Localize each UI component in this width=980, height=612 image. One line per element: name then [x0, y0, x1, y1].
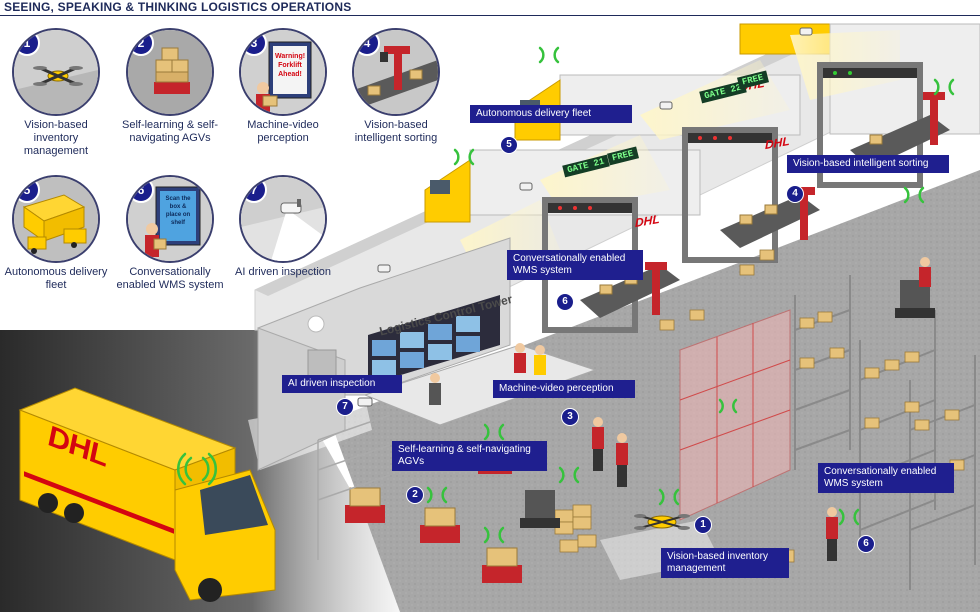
legend-number: 4: [354, 30, 380, 56]
legend-label: Autonomous delivery fleet: [4, 266, 108, 291]
legend-item-wms: 6 Scan the box & place on shelf Conversa…: [116, 175, 224, 292]
legend-circle: 3 Warning! Forklift Ahead!: [239, 28, 327, 116]
callout-intelligent-sorting: Vision-based intelligent sorting: [787, 155, 949, 173]
legend-label: Vision-based inventory management: [23, 119, 89, 157]
robot-arm-icon: [354, 30, 438, 114]
callout-number: 4: [786, 185, 804, 203]
ceiling-light: [307, 315, 325, 333]
legend-circle: 7: [239, 175, 327, 263]
callout-autonomous-fleet: Autonomous delivery fleet: [470, 105, 632, 123]
legend-number: 3: [241, 30, 267, 56]
legend-label: Self-learning & self-navigating AGVs: [122, 119, 218, 144]
legend-circle: 6 Scan the box & place on shelf: [126, 175, 214, 263]
legend-circle: 2: [126, 28, 214, 116]
legend-item-video: 3 Warning! Forklift Ahead! Machine-video…: [229, 28, 337, 145]
callout-number: 7: [336, 398, 354, 416]
safety-fence: [317, 414, 391, 560]
dock-truck-gate21: [424, 149, 701, 223]
drone-icon: [14, 30, 98, 114]
legend-number: 6: [128, 177, 154, 203]
callout-ai-inspection: AI driven inspection: [282, 375, 402, 393]
warning-screen-text: Warning! Forklift Ahead!: [275, 53, 306, 78]
warehouse-floor: [330, 170, 980, 612]
legend-item-agv: 2 Self-learning & self-navigating AGVs: [116, 28, 224, 145]
callout-number: 5: [500, 136, 518, 154]
signal-icon: [176, 46, 955, 544]
callout-number: 6: [857, 535, 875, 553]
callout-inventory: Vision-based inventory management: [661, 548, 789, 578]
scanned-rack: [679, 309, 791, 521]
dock-gate: [682, 127, 778, 263]
callout-number: 2: [406, 486, 424, 504]
legend-number: 2: [128, 30, 154, 56]
legend-number: 1: [14, 30, 40, 56]
callout-wms-top: Conversationally enabled WMS system: [507, 250, 643, 280]
legend-item-inspection: 7 AI driven inspection: [229, 175, 337, 279]
agv-robot: [345, 462, 522, 583]
legend-label: Conversationally enabled WMS system: [116, 266, 224, 291]
legend-circle: 1: [12, 28, 100, 116]
legend-label: Vision-based intelligent sorting: [354, 119, 438, 144]
title-divider: [0, 15, 980, 16]
legend-item-fleet: 5 Autonomous delivery fleet: [2, 175, 110, 292]
callout-agvs: Self-learning & self-navigating AGVs: [392, 441, 547, 471]
callout-machine-video: Machine-video perception: [493, 380, 635, 398]
video-wall: [368, 295, 500, 385]
legend-circle: 4: [352, 28, 440, 116]
legend-label: AI driven inspection: [235, 266, 331, 278]
legend-number: 7: [241, 177, 267, 203]
inventory-drone: [634, 514, 690, 530]
operator: [429, 343, 546, 405]
security-camera-icon: [357, 27, 813, 407]
callout-number: 6: [556, 293, 574, 311]
camera-beam: [460, 200, 560, 260]
wms-screen-text: Scan the box & place on shelf: [165, 196, 191, 226]
callout-wms-bottom: Conversationally enabled WMS system: [818, 463, 954, 493]
legend-number: 5: [14, 177, 40, 203]
truck-fleet-icon: [14, 177, 98, 261]
legend-label: Machine-video perception: [247, 119, 319, 144]
callout-number: 1: [694, 516, 712, 534]
autonomous-truck: [18, 387, 276, 602]
legend-item-inventory: 1 Vision-based inventory management: [2, 28, 110, 158]
callout-number: 3: [561, 408, 579, 426]
legend-circle: 5: [12, 175, 100, 263]
forklift: [520, 280, 935, 528]
worker: [592, 257, 931, 561]
legend-item-sorting: 4 Vision-based intelligent sorting: [342, 28, 450, 145]
robot-arm: [645, 92, 945, 315]
page-title: SEEING, SPEAKING & THINKING LOGISTICS OP…: [4, 0, 352, 14]
